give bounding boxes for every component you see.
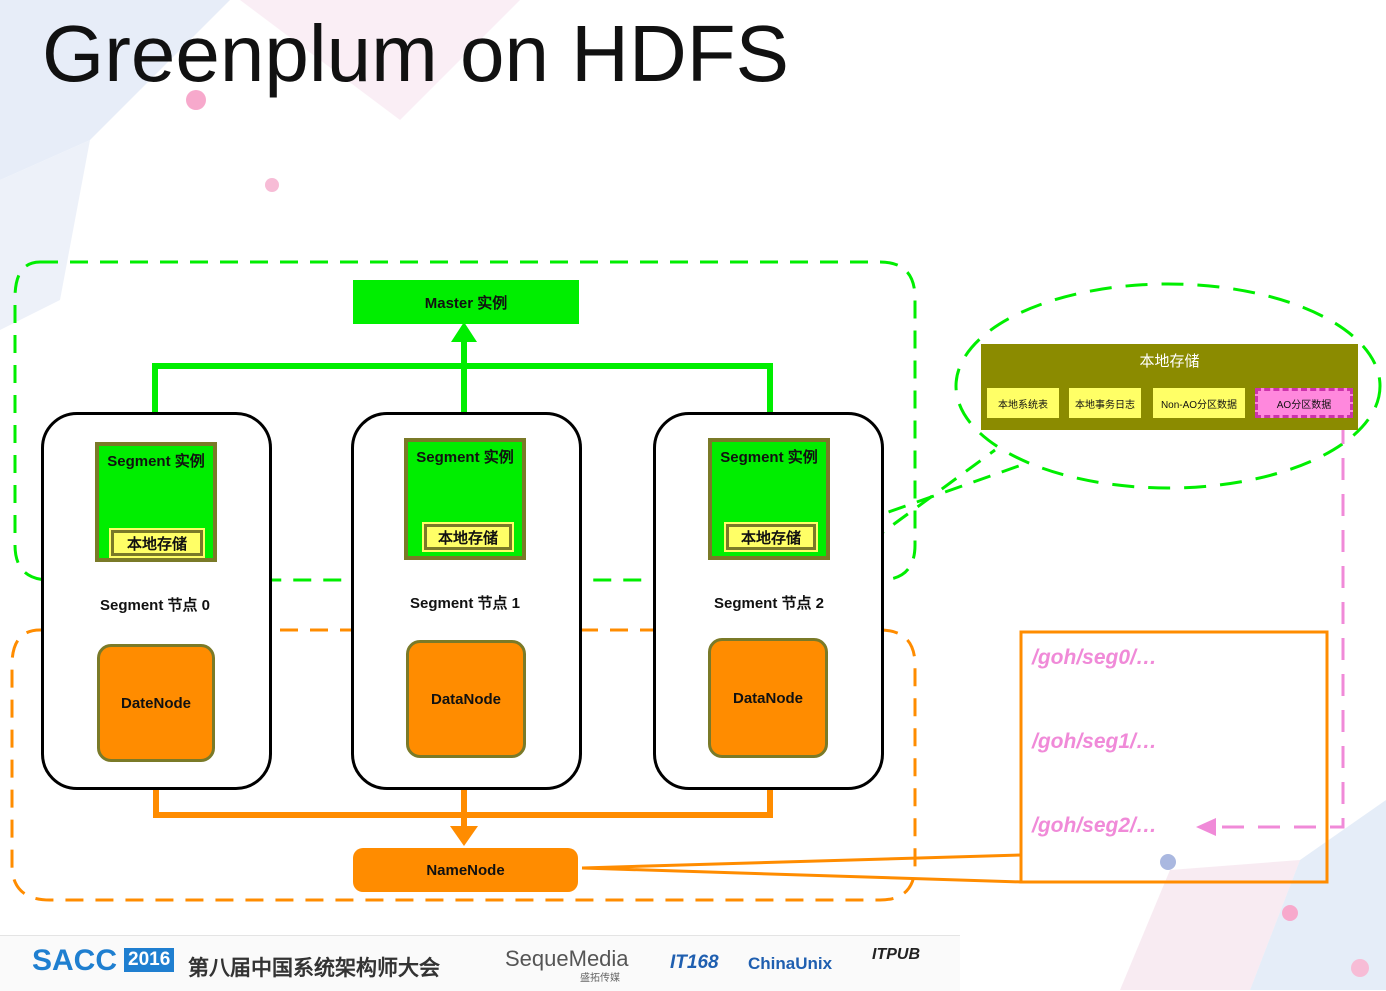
- footer-bar: SACC 2016 第八届中国系统架构师大会 SequeMedia 盛拓传媒 I…: [0, 935, 960, 991]
- conference-name: 第八届中国系统架构师大会: [188, 957, 440, 980]
- namenode: NameNode: [353, 848, 578, 892]
- local-storage-box: 本地存储: [724, 522, 818, 552]
- local-transaction-log: 本地事务日志: [1069, 388, 1141, 418]
- local-system-tables: 本地系统表: [987, 388, 1059, 418]
- hdfs-group-region: [10, 628, 917, 902]
- hdfs-path-seg1: /goh/seg1/…: [1032, 730, 1157, 753]
- page-title: Greenplum on HDFS: [42, 9, 789, 98]
- sequemedia-subtitle: 盛拓传媒: [580, 973, 620, 984]
- itpub-logo: ITPUB: [872, 946, 920, 963]
- it168-logo: IT168: [670, 952, 719, 973]
- segment-instance-label: Segment 实例: [720, 449, 818, 466]
- master-instance: Master 实例: [353, 280, 579, 324]
- local-storage-box: 本地存储: [109, 528, 205, 558]
- datanode-0: DateNode: [97, 644, 215, 762]
- segment-node-label: Segment 节点 1: [409, 595, 521, 612]
- segment-node-label: Segment 节点 0: [99, 597, 211, 614]
- local-storage-ellipse: [954, 282, 1382, 490]
- sacc-logo: SACC: [32, 944, 118, 977]
- segment-instance-label: Segment 实例: [107, 453, 205, 470]
- chinaunix-logo: ChinaUnix: [748, 954, 833, 973]
- segment-instance-label: Segment 实例: [416, 449, 514, 466]
- segment-instance-1: Segment 实例 本地存储: [404, 438, 526, 560]
- year-badge: 2016: [124, 948, 175, 972]
- hdfs-path-seg0: /goh/seg0/…: [1032, 646, 1157, 669]
- local-storage-box: 本地存储: [422, 522, 514, 552]
- segment-instance-2: Segment 实例 本地存储: [708, 438, 830, 560]
- non-ao-partition-data: Non-AO分区数据: [1153, 388, 1245, 418]
- hdfs-path-panel: [1019, 630, 1329, 884]
- sequemedia-logo: SequeMedia: [505, 946, 629, 971]
- local-storage-title: 本地存储: [1139, 353, 1200, 370]
- datanode-1: DataNode: [406, 640, 526, 758]
- local-storage-panel: 本地存储 本地系统表 本地事务日志 Non-AO分区数据 AO分区数据: [981, 344, 1358, 430]
- ao-partition-data: AO分区数据: [1255, 388, 1353, 418]
- segment-instance-0: Segment 实例 本地存储: [95, 442, 217, 562]
- segment-node-label: Segment 节点 2: [713, 595, 825, 612]
- hdfs-path-seg2: /goh/seg2/…: [1032, 814, 1157, 837]
- datanode-2: DataNode: [708, 638, 828, 758]
